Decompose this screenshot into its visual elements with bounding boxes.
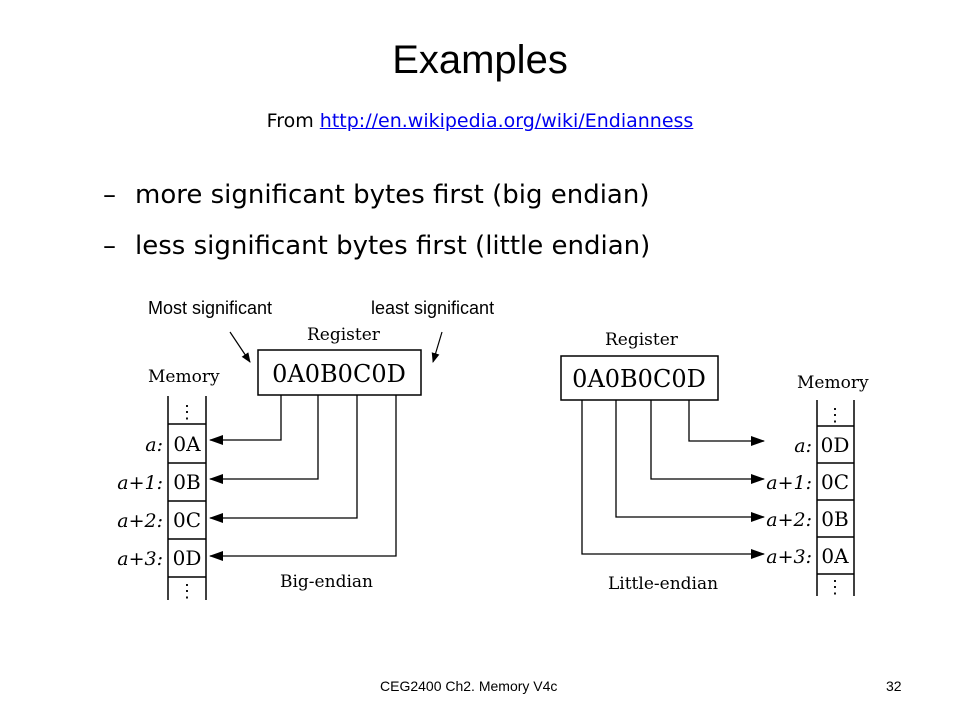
memory-ellipsis-bottom: ⋮: [826, 577, 844, 598]
big-endian-caption: Big-endian: [280, 572, 373, 592]
address-label: a+1:: [766, 472, 812, 494]
address-label: a:: [145, 434, 163, 456]
memory-cell: 0D: [821, 433, 850, 457]
address-label: a:: [794, 435, 812, 457]
footer-page-number: 32: [886, 678, 902, 694]
bullet-big-endian: –more significant bytes first (big endia…: [103, 180, 650, 210]
byte-connector: [650, 400, 765, 484]
least-significant-label: least significant: [371, 298, 495, 318]
register-value: 0A0B0C0D: [572, 365, 706, 393]
register-label: Register: [307, 325, 381, 345]
little-endian-caption: Little-endian: [608, 574, 718, 594]
bullet-dash: –: [103, 180, 116, 210]
memory-ellipsis-bottom: ⋮: [178, 581, 196, 602]
byte-connector: [209, 395, 282, 445]
least-significant-pointer: [431, 331, 443, 363]
most-significant-pointer: [229, 331, 251, 363]
slide-title: Examples: [392, 38, 568, 82]
address-label: a+3:: [766, 546, 812, 568]
memory-label: Memory: [797, 373, 869, 393]
big-endian-diagram: Register 0A0B0C0D Memory ⋮ ⋮ 0A 0B 0C 0D…: [117, 325, 422, 602]
byte-connector: [209, 395, 397, 561]
footer-course: CEG2400 Ch2. Memory V4c: [380, 678, 558, 694]
source-line: From http://en.wikipedia.org/wiki/Endian…: [0, 110, 960, 132]
bullet-text: less significant bytes first (little end…: [135, 231, 651, 261]
register-value: 0A0B0C0D: [272, 360, 406, 388]
memory-cell: 0B: [173, 470, 200, 494]
byte-connector: [615, 400, 765, 522]
address-label: a+3:: [117, 548, 163, 570]
memory-cell: 0C: [173, 508, 201, 532]
little-endian-diagram: Register 0A0B0C0D Memory ⋮ ⋮ 0D 0C 0B 0A…: [560, 330, 869, 598]
memory-cell: 0A: [821, 544, 849, 568]
memory-cell: 0D: [173, 546, 202, 570]
memory-cell: 0B: [821, 507, 848, 531]
address-label: a+1:: [117, 472, 163, 494]
byte-connector: [581, 400, 765, 559]
bullet-dash: –: [103, 231, 116, 261]
source-link[interactable]: http://en.wikipedia.org/wiki/Endianness: [319, 110, 694, 132]
byte-connector: [209, 395, 319, 484]
byte-connector: [209, 395, 358, 523]
bullet-little-endian: –less significant bytes first (little en…: [103, 231, 650, 261]
memory-label: Memory: [148, 367, 220, 387]
memory-cell: 0C: [821, 470, 849, 494]
address-label: a+2:: [766, 509, 812, 531]
byte-connector: [688, 400, 765, 446]
most-significant-label: Most significant: [148, 298, 273, 318]
memory-ellipsis-top: ⋮: [826, 405, 844, 426]
register-box: [560, 355, 719, 401]
source-prefix: From: [266, 110, 314, 132]
register-box: [257, 349, 422, 396]
bullet-text: more significant bytes first (big endian…: [135, 180, 650, 210]
register-label: Register: [605, 330, 679, 350]
memory-cell: 0A: [173, 432, 201, 456]
address-label: a+2:: [117, 510, 163, 532]
memory-ellipsis-top: ⋮: [178, 402, 196, 423]
